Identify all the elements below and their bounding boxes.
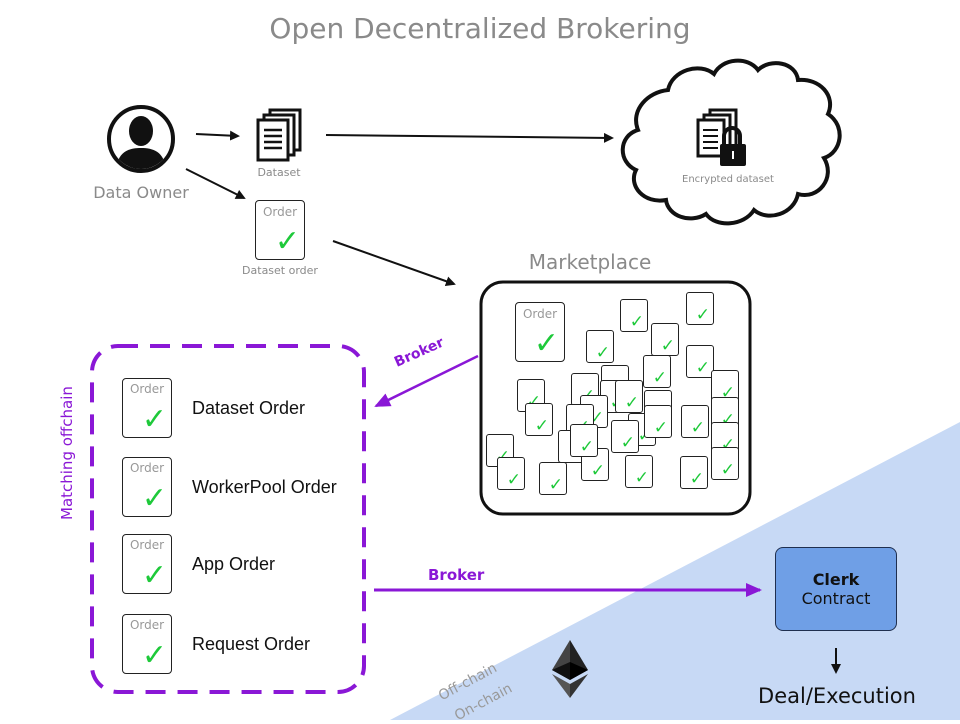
check-icon: ✓ — [690, 418, 705, 438]
ethereum-icon — [552, 640, 588, 698]
broker-arrow-marketplace-to-matching — [374, 354, 479, 408]
check-icon: ✓ — [141, 481, 167, 516]
matching-order-card: Order ✓ — [122, 457, 172, 517]
clerk-contract-box: Clerk Contract — [775, 547, 897, 631]
check-icon: ✓ — [660, 336, 675, 356]
matching-order-label: Dataset Order — [192, 398, 306, 418]
check-icon: ✓ — [533, 326, 559, 361]
order-card-text: Order — [129, 538, 165, 552]
data-owner-avatar-icon — [106, 104, 176, 174]
check-icon: ✓ — [652, 368, 667, 388]
order-card-text: Order — [129, 382, 165, 396]
matching-order-label: WorkerPool Order — [192, 477, 337, 497]
matching-offchain-label: Matching offchain — [58, 386, 76, 520]
marketplace-order-card: ✓ — [625, 455, 653, 488]
marketplace-order-card: ✓ — [570, 424, 598, 457]
dataset-order-card: Order ✓ — [255, 200, 305, 260]
dataset-order-label: Dataset order — [242, 264, 318, 277]
check-icon: ✓ — [695, 358, 710, 378]
marketplace-order-card: ✓ — [643, 355, 671, 388]
check-icon: ✓ — [579, 437, 594, 457]
check-icon: ✓ — [695, 305, 710, 325]
marketplace-featured-order-card: Order ✓ — [515, 302, 565, 362]
marketplace-order-card: ✓ — [620, 299, 648, 332]
check-icon: ✓ — [590, 461, 605, 481]
marketplace-order-card: ✓ — [586, 330, 614, 363]
marketplace-order-card: ✓ — [581, 448, 609, 481]
marketplace-order-card: ✓ — [615, 380, 643, 413]
documents-icon — [256, 108, 304, 164]
matching-order-card: Order ✓ — [122, 378, 172, 438]
marketplace-order-card: ✓ — [680, 456, 708, 489]
page-title: Open Decentralized Brokering — [269, 12, 691, 45]
dataset-label: Dataset — [257, 166, 301, 179]
marketplace-order-card: ✓ — [686, 345, 714, 378]
marketplace-order-card: ✓ — [651, 323, 679, 356]
arrow-owner-to-order — [185, 168, 246, 199]
data-owner-label: Data Owner — [93, 183, 189, 202]
marketplace-order-card: ✓ — [525, 403, 553, 436]
marketplace-title: Marketplace — [528, 250, 652, 274]
check-icon: ✓ — [689, 469, 704, 489]
onchain-region — [390, 422, 960, 720]
arrow-dataset-to-cloud — [325, 132, 614, 143]
contract-label: Contract — [801, 589, 871, 608]
check-icon: ✓ — [653, 418, 668, 438]
matching-order-card: Order ✓ — [122, 534, 172, 594]
broker-label-bottom: Broker — [428, 566, 485, 584]
check-icon: ✓ — [624, 393, 639, 413]
matching-order-label: Request Order — [192, 634, 311, 654]
check-icon: ✓ — [629, 312, 644, 332]
check-icon: ✓ — [506, 470, 521, 490]
matching-offchain-box — [90, 344, 366, 694]
matching-order-label: App Order — [192, 554, 276, 574]
check-icon: ✓ — [720, 460, 735, 480]
order-card-text: Order — [522, 307, 558, 321]
deal-execution-label: Deal/Execution — [758, 684, 916, 708]
order-card-text: Order — [129, 461, 165, 475]
order-card-text: Order — [262, 205, 298, 219]
arrow-owner-to-dataset — [195, 130, 240, 141]
encrypted-dataset-label: Encrypted dataset — [682, 174, 774, 185]
order-card-text: Order — [129, 618, 165, 632]
check-icon: ✓ — [141, 402, 167, 437]
check-icon: ✓ — [548, 475, 563, 495]
marketplace-order-card: ✓ — [644, 405, 672, 438]
check-icon: ✓ — [620, 433, 635, 453]
locked-documents-icon — [696, 108, 750, 168]
marketplace-order-card: ✓ — [611, 420, 639, 453]
marketplace-order-card: ✓ — [497, 457, 525, 490]
check-icon: ✓ — [595, 343, 610, 363]
check-icon: ✓ — [141, 638, 167, 673]
check-icon: ✓ — [534, 416, 549, 436]
check-icon: ✓ — [634, 468, 649, 488]
check-icon: ✓ — [274, 224, 300, 259]
marketplace-order-card: ✓ — [681, 405, 709, 438]
arrow-order-to-marketplace — [332, 240, 456, 287]
clerk-label: Clerk — [812, 570, 860, 589]
matching-order-card: Order ✓ — [122, 614, 172, 674]
marketplace-order-card: ✓ — [711, 447, 739, 480]
marketplace-order-card: ✓ — [539, 462, 567, 495]
marketplace-order-card: ✓ — [686, 292, 714, 325]
check-icon: ✓ — [141, 558, 167, 593]
